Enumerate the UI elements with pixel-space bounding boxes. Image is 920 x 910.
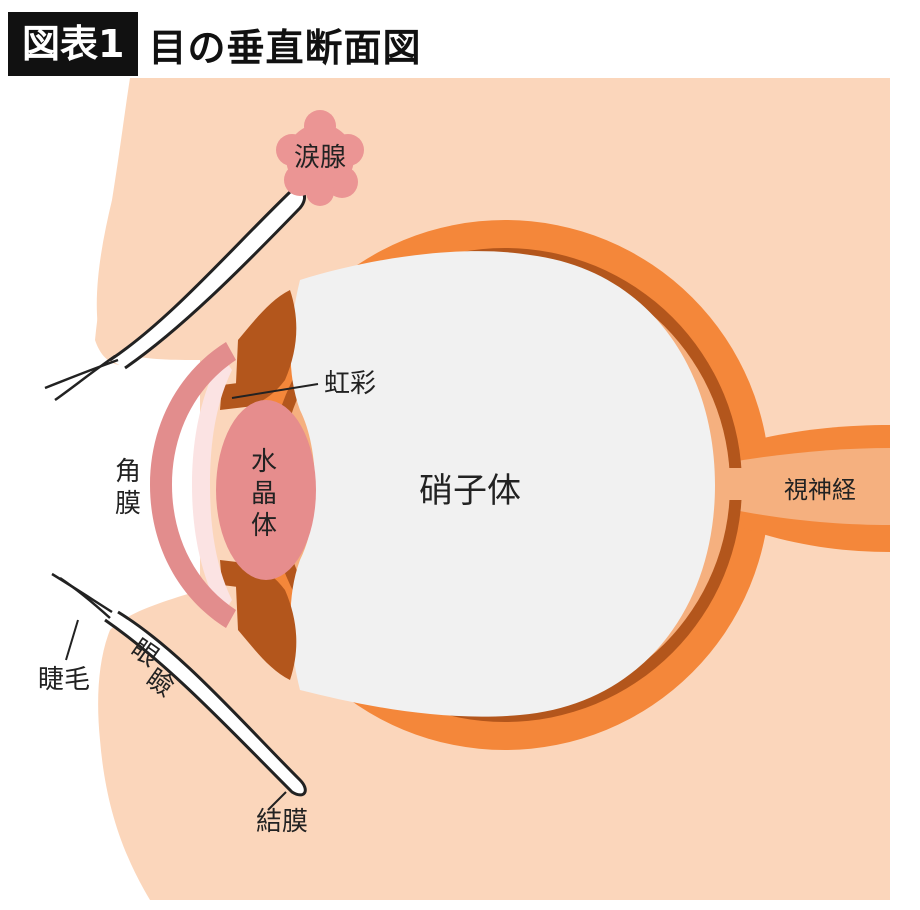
cornea-label-line1: 角 <box>115 457 141 487</box>
figure-header: 図表1 目の垂直断面図 <box>8 12 421 76</box>
lens <box>216 400 316 580</box>
optic-nerve-label: 視神経 <box>784 476 856 504</box>
lacrimal-gland <box>276 110 364 206</box>
lens-label-line1: 水 <box>251 447 277 477</box>
eyelash-label: 睫毛 <box>38 665 90 695</box>
cornea-label-line2: 膜 <box>115 489 141 519</box>
eyelash-leader-line <box>65 619 79 661</box>
upper-eyelash-1 <box>44 358 119 390</box>
lower-eyelash-2 <box>59 576 111 619</box>
lens-label-line3: 体 <box>251 511 277 541</box>
upper-eyelid-skin <box>95 80 300 366</box>
cornea <box>150 342 236 628</box>
iris-label: 虹彩 <box>324 369 376 399</box>
figure-title: 目の垂直断面図 <box>148 25 422 70</box>
ciliary-body-lower <box>235 563 297 680</box>
lower-eyelid-outline <box>104 610 307 797</box>
lacrimal-gland-label: 涙腺 <box>294 143 346 173</box>
ciliary-body-upper <box>235 290 297 407</box>
lens-label-line2: 晶 <box>251 479 277 509</box>
upper-eyelash-2 <box>54 354 116 402</box>
anterior-chamber <box>192 355 232 615</box>
iris-upper <box>220 380 262 410</box>
iris-leader-line <box>231 383 319 399</box>
vitreous-body-label: 硝子体 <box>419 471 521 511</box>
conjunctiva-leader-line <box>267 791 287 811</box>
figure-number-badge: 図表1 <box>8 12 139 76</box>
vitreous-body-region <box>290 251 715 717</box>
conjunctiva-label: 結膜 <box>256 807 308 837</box>
